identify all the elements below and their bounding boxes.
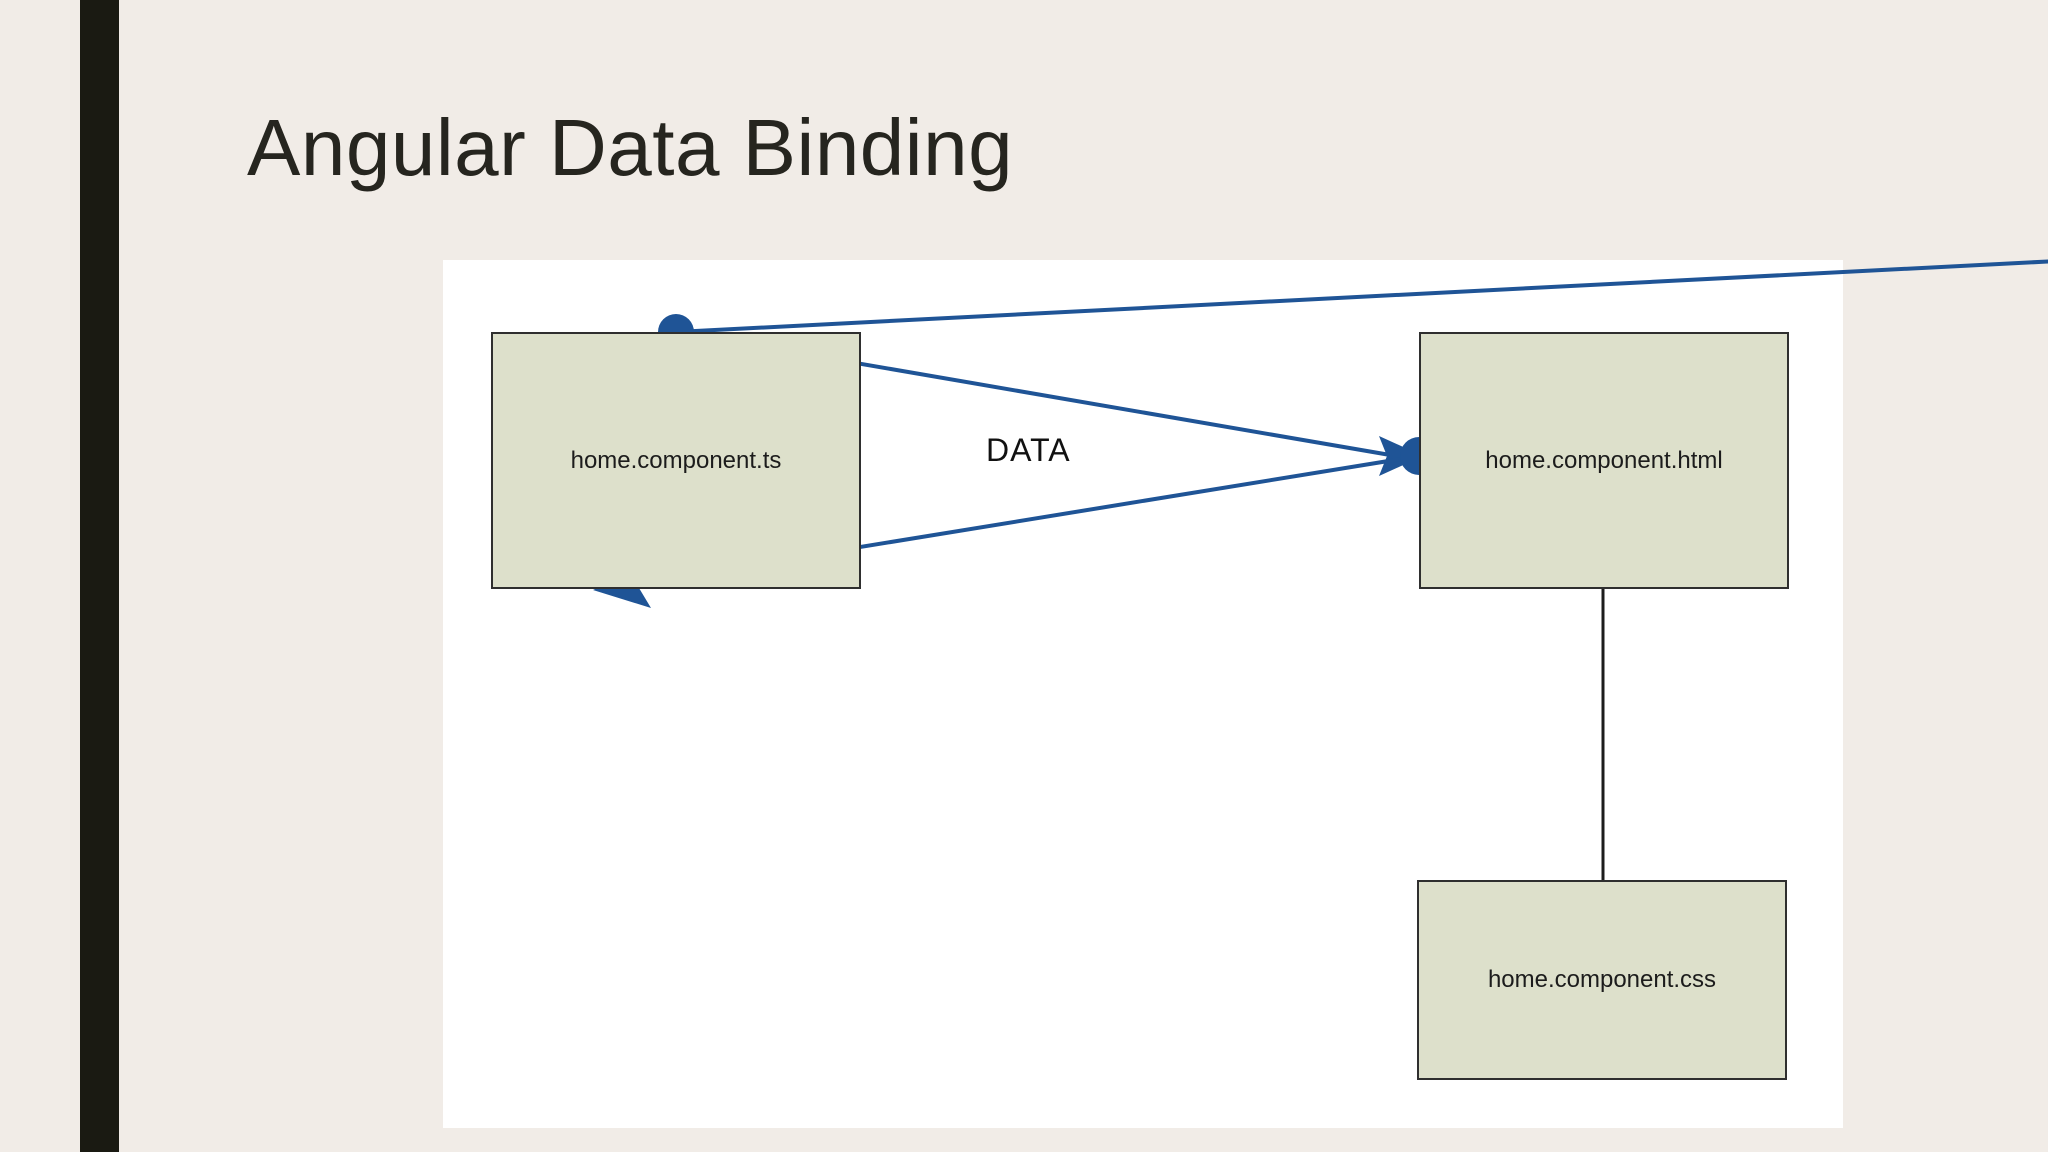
page-title: Angular Data Binding bbox=[247, 103, 1014, 192]
data-flow-label: DATA bbox=[986, 432, 1071, 468]
component-box-html-label: home.component.html bbox=[1485, 446, 1723, 474]
diagram-panel: home.component.ts home.component.html ho… bbox=[443, 259, 2048, 1128]
component-box-css-label: home.component.css bbox=[1487, 966, 1717, 993]
component-box-ts-label: home.component.ts bbox=[570, 446, 782, 474]
component-box-ts[interactable]: home.component.ts bbox=[491, 332, 861, 589]
left-accent-bar bbox=[80, 0, 119, 1152]
component-box-css[interactable]: home.component.css bbox=[1417, 880, 1787, 1080]
arrow-ts-to-html-line bbox=[675, 259, 2048, 334]
component-box-html[interactable]: home.component.html bbox=[1419, 332, 1789, 589]
